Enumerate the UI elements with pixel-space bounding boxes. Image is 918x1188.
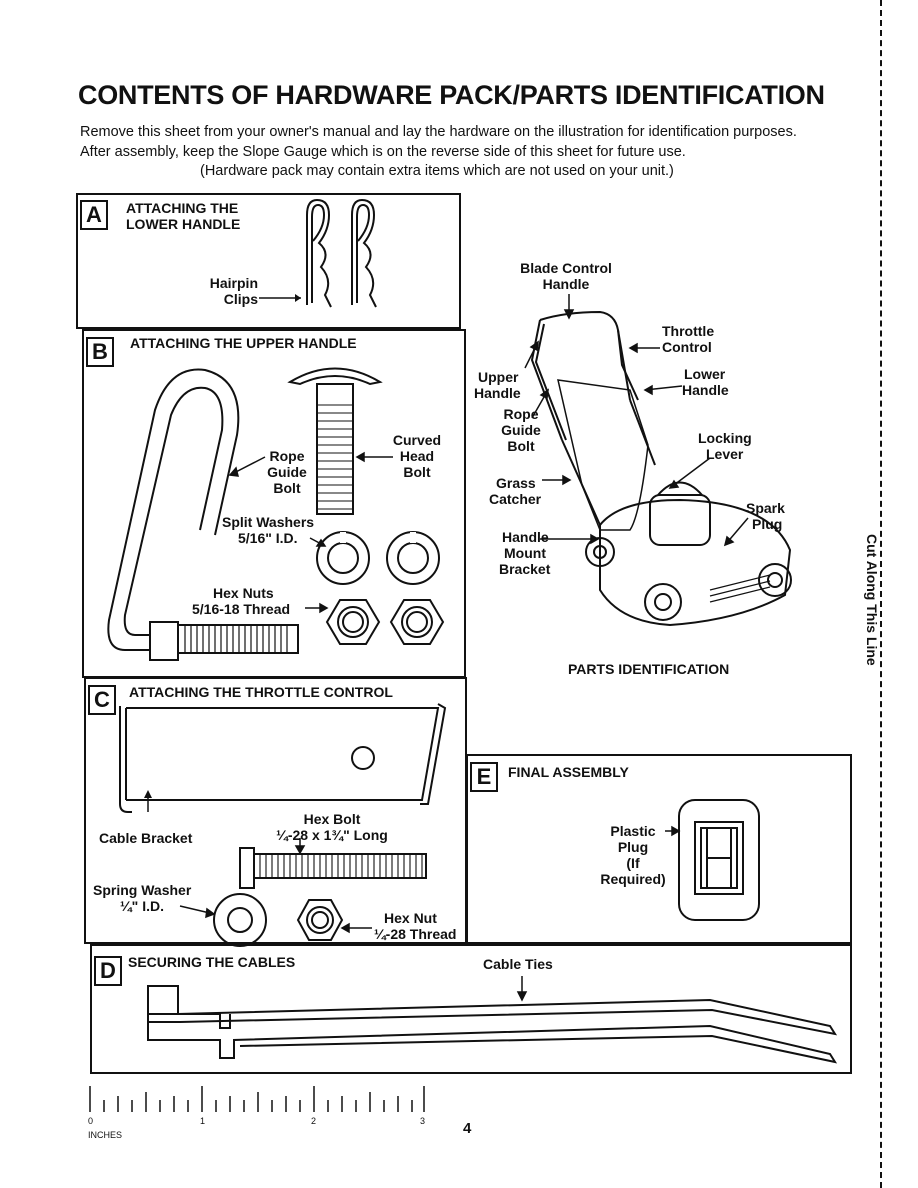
split-washers-label-2: 5/16" I.D. xyxy=(238,530,298,546)
hex-bolt-label-2: ¼-28 x 1¾" Long xyxy=(276,827,388,843)
locking-lever-label-2: Lever xyxy=(706,446,744,462)
hex-bolt-label-1: Hex Bolt xyxy=(303,811,361,827)
upper-handle-label-1: Upper xyxy=(478,369,519,385)
section-d-letter: D xyxy=(94,956,122,986)
section-d-panel xyxy=(90,944,852,1074)
section-a-heading-1: ATTACHING THE xyxy=(126,200,239,216)
lawn-mower-illustration xyxy=(524,294,792,627)
ruler-number-0: 0 xyxy=(88,1116,94,1126)
handle-mount-label-3: Bracket xyxy=(499,561,551,577)
intro-line-3: (Hardware pack may contain extra items w… xyxy=(200,163,674,179)
grass-catcher-label-2: Catcher xyxy=(489,491,542,507)
spark-plug-label-1: Spark xyxy=(746,500,785,516)
mower-rope-guide-label-3: Bolt xyxy=(507,438,535,454)
upper-handle-label-2: Handle xyxy=(474,385,521,401)
handle-mount-label-2: Mount xyxy=(504,545,546,561)
cut-line xyxy=(880,0,882,1188)
section-a-heading-2: LOWER HANDLE xyxy=(126,216,241,232)
mower-rope-guide-label-2: Guide xyxy=(501,422,541,438)
mower-rope-guide-label-1: Rope xyxy=(503,406,539,422)
rope-guide-label-2: Guide xyxy=(267,464,307,480)
hex-nuts-label-1: Hex Nuts xyxy=(213,585,274,601)
section-b-heading: ATTACHING THE UPPER HANDLE xyxy=(130,335,357,351)
throttle-control-label-2: Control xyxy=(662,339,712,355)
cable-ties-illustration xyxy=(147,976,838,1064)
ruler-number-3: 3 xyxy=(420,1116,426,1126)
hairpin-label-1: Hairpin xyxy=(209,275,258,291)
section-d-heading: SECURING THE CABLES xyxy=(128,954,296,970)
spring-washer-label-1: Spring Washer xyxy=(93,882,192,898)
plastic-plug-label-3: (If xyxy=(626,855,640,871)
intro-line-1: Remove this sheet from your owner's manu… xyxy=(80,124,797,140)
page-title: CONTENTS OF HARDWARE PACK/PARTS IDENTIFI… xyxy=(78,80,825,110)
ruler-number-2: 2 xyxy=(311,1116,317,1126)
upper-handle-hardware-illustration xyxy=(107,367,445,661)
parts-identification-caption: PARTS IDENTIFICATION xyxy=(568,661,730,677)
curved-head-label-2: Head xyxy=(399,448,435,464)
hex-nuts-label-2: 5/16-18 Thread xyxy=(192,601,291,617)
plastic-plug-label-1: Plastic xyxy=(610,823,656,839)
section-e-heading: FINAL ASSEMBLY xyxy=(508,764,629,780)
curved-head-label-1: Curved xyxy=(392,432,442,448)
plastic-plug-illustration xyxy=(665,799,760,921)
cable-ties-label: Cable Ties xyxy=(483,956,553,972)
section-a-letter: A xyxy=(80,200,108,230)
inch-ruler xyxy=(89,1086,425,1112)
plastic-plug-label-4: Required) xyxy=(600,871,666,887)
plastic-plug-label-2: Plug xyxy=(617,839,649,855)
throttle-control-label-1: Throttle xyxy=(662,323,715,339)
section-c-heading: ATTACHING THE THROTTLE CONTROL xyxy=(129,684,393,700)
cable-bracket-label: Cable Bracket xyxy=(99,830,193,846)
cut-line-label: Cut Along This Line xyxy=(864,530,880,670)
handle-mount-label-1: Handle xyxy=(502,529,549,545)
lower-handle-label-2: Handle xyxy=(682,382,729,398)
throttle-hardware-illustration xyxy=(119,703,447,947)
locking-lever-label-1: Locking xyxy=(698,430,752,446)
rope-guide-label-3: Bolt xyxy=(273,480,301,496)
spring-washer-label-2: ¼" I.D. xyxy=(120,898,164,914)
blade-control-label-1: Blade Control xyxy=(520,260,612,276)
page-number: 4 xyxy=(463,1120,472,1137)
lower-handle-label-1: Lower xyxy=(684,366,726,382)
hex-nut-label-1: Hex Nut xyxy=(384,910,437,926)
section-e-panel xyxy=(466,754,852,944)
hairpin-clips-illustration xyxy=(259,198,377,308)
curved-head-label-3: Bolt xyxy=(403,464,431,480)
section-c-letter: C xyxy=(88,685,116,715)
hairpin-label-2: Clips xyxy=(223,291,258,307)
section-b-letter: B xyxy=(86,337,114,367)
section-a-panel xyxy=(76,193,461,329)
ruler-number-1: 1 xyxy=(200,1116,206,1126)
grass-catcher-label-1: Grass xyxy=(496,475,536,491)
rope-guide-label-1: Rope xyxy=(269,448,305,464)
hex-nut-label-2: ¼-28 Thread xyxy=(374,926,457,942)
blade-control-label-2: Handle xyxy=(542,276,590,292)
ruler-unit: INCHES xyxy=(88,1130,123,1140)
section-e-letter: E xyxy=(470,762,498,792)
split-washers-label-1: Split Washers xyxy=(222,514,315,530)
intro-line-2: After assembly, keep the Slope Gauge whi… xyxy=(80,144,686,160)
